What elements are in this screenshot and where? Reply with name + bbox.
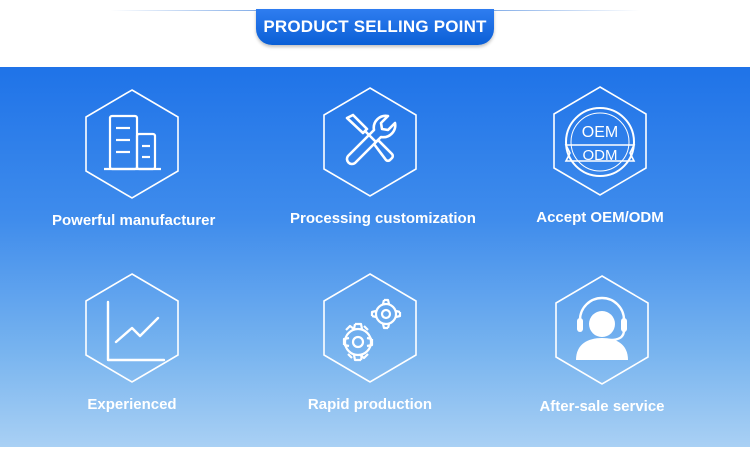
feature-label: Powerful manufacturer	[52, 212, 216, 229]
feature-label: Processing customization	[290, 210, 476, 227]
headset-support-icon	[555, 275, 649, 385]
feature-rapid-production: Rapid production	[290, 272, 450, 413]
section-title-tab: PRODUCT SELLING POINT	[256, 9, 494, 45]
feature-processing-customization: Processing customization	[290, 86, 476, 227]
feature-accept-oem-odm: OEM ODM Accept OEM/ODM	[520, 85, 680, 226]
buildings-icon	[85, 89, 179, 199]
oem-odm-badge-icon: OEM ODM	[553, 86, 647, 196]
feature-powerful-manufacturer: Powerful manufacturer	[52, 88, 216, 229]
wrench-screwdriver-icon	[323, 87, 417, 197]
badge-bottom-text: ODM	[583, 147, 618, 164]
feature-experienced: Experienced	[52, 272, 212, 413]
feature-label: After-sale service	[539, 398, 665, 415]
feature-label: Rapid production	[307, 396, 433, 413]
badge-top-text: OEM	[582, 124, 618, 141]
feature-label: Accept OEM/ODM	[536, 209, 664, 226]
feature-label: Experienced	[87, 396, 177, 413]
gears-icon	[323, 273, 417, 383]
feature-after-sale-service: After-sale service	[522, 274, 682, 415]
line-chart-icon	[85, 273, 179, 383]
